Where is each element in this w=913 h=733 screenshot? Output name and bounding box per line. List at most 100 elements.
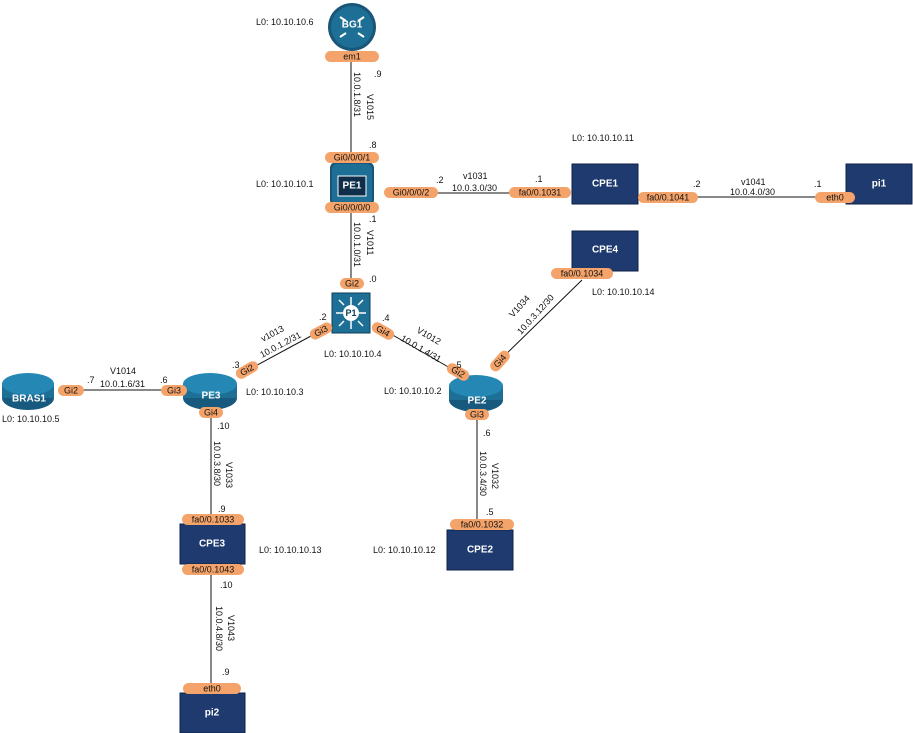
v1032-vlan: V1032 <box>490 463 500 489</box>
v1015-subnet: 10.0.1.8/31 <box>352 72 362 117</box>
svg-text:fa0/0.1032: fa0/0.1032 <box>461 520 504 530</box>
port-p1-gi2[interactable]: Gi2 <box>340 278 364 289</box>
v1031-vlan: v1031 <box>463 171 488 181</box>
cpe4-label: CPE4 <box>592 245 619 256</box>
port-cpe2-fa1032[interactable]: fa0/0.1032 <box>450 519 514 530</box>
port-pe1-gi0001[interactable]: Gi0/0/0/1 <box>325 152 379 163</box>
v1043-vlan: V1043 <box>226 615 236 641</box>
port-bg1-em1[interactable]: em1 <box>325 51 379 62</box>
pe2-label: PE2 <box>468 396 487 407</box>
pi1-box[interactable]: pi1 <box>845 163 913 205</box>
port-bras1-gi2[interactable]: Gi2 <box>58 385 84 396</box>
svg-text:fa0/0.1043: fa0/0.1043 <box>192 565 235 575</box>
p1-lo: L0: 10.10.10.4 <box>324 349 382 359</box>
port-cpe3-fa1043[interactable]: fa0/0.1043 <box>182 564 244 575</box>
v1033-vlan: V1033 <box>224 462 234 488</box>
bras1-router[interactable]: BRAS1 <box>2 373 54 410</box>
pe1-lo: L0: 10.10.10.1 <box>256 179 314 189</box>
v1043-host-b: .9 <box>222 667 230 677</box>
pe1-label: PE1 <box>343 181 362 192</box>
svg-text:em1: em1 <box>343 52 361 62</box>
v1033-host-b: .9 <box>218 504 226 514</box>
svg-text:fa0/0.1034: fa0/0.1034 <box>561 269 604 279</box>
switch-arrows-icon <box>336 297 366 329</box>
cpe4-box[interactable]: CPE4 <box>571 230 639 272</box>
cpe2-lo: L0: 10.10.10.12 <box>373 545 436 555</box>
v1011-subnet: 10.0.1.0/31 <box>352 222 362 267</box>
port-pe3-gi3[interactable]: Gi3 <box>161 385 187 396</box>
svg-text:Gi3: Gi3 <box>470 410 484 420</box>
v1014-subnet: 10.0.1.6/31 <box>100 379 145 389</box>
port-pe1-gi0000[interactable]: Gi0/0/0/0 <box>325 202 379 213</box>
v1015-host-a: .9 <box>374 69 382 79</box>
v1031-subnet: 10.0.3.0/30 <box>452 183 497 193</box>
v1015-vlan: V1015 <box>365 94 375 120</box>
port-p1-gi4[interactable]: Gi4 <box>370 320 396 342</box>
cpe3-label: CPE3 <box>199 539 226 550</box>
v1014-host-b: .6 <box>160 375 168 385</box>
bg1-router[interactable]: BG1 <box>328 3 376 51</box>
pe3-lo: L0: 10.10.10.3 <box>246 387 304 397</box>
port-p1-gi3[interactable]: Gi3 <box>308 321 334 342</box>
bras1-lo: L0: 10.10.10.5 <box>2 414 60 424</box>
cpe1-label: CPE1 <box>592 179 619 190</box>
v1011-vlan: V1011 <box>365 230 375 255</box>
v1041-host-b: .1 <box>814 179 822 189</box>
bg1-lo: L0: 10.10.10.6 <box>256 17 314 27</box>
pi2-box[interactable]: pi2 <box>179 692 246 733</box>
v1011-host-a: .1 <box>369 214 377 224</box>
v1012-host-b: .5 <box>454 360 462 370</box>
port-pe2-gi3[interactable]: Gi3 <box>465 409 489 420</box>
cpe1-box[interactable]: CPE1 <box>571 163 639 205</box>
port-pe3-gi4[interactable]: Gi4 <box>199 407 223 418</box>
loopback-labels: L0: 10.10.10.6 L0: 10.10.10.1 L0: 10.10.… <box>2 17 655 555</box>
ports: em1 Gi0/0/0/1 Gi0/0/0/2 Gi0/0/0/0 fa0/0.… <box>58 51 855 694</box>
link-p1-pe2 <box>383 329 458 373</box>
cpe2-box[interactable]: CPE2 <box>446 529 514 571</box>
svg-text:Gi0/0/0/1: Gi0/0/0/1 <box>334 153 371 163</box>
v1013-host-b: .3 <box>232 360 240 370</box>
v1013-host-a: .2 <box>319 312 327 322</box>
v1041-host-a: .2 <box>693 179 701 189</box>
v1032-host-b: .5 <box>486 507 494 517</box>
pe3-router[interactable]: PE3 <box>183 373 237 410</box>
v1043-host-a: .10 <box>220 580 233 590</box>
v1011-host-b: .0 <box>369 274 377 284</box>
svg-text:fa0/0.1041: fa0/0.1041 <box>647 193 690 203</box>
port-cpe1-fa1031[interactable]: fa0/0.1031 <box>509 187 571 198</box>
pi2-label: pi2 <box>205 708 220 719</box>
pi1-label: pi1 <box>872 179 887 190</box>
port-cpe4-fa1034[interactable]: fa0/0.1034 <box>551 268 613 279</box>
v1012-host-a: .4 <box>382 313 390 323</box>
svg-text:Gi4: Gi4 <box>204 408 218 418</box>
pe2-router[interactable]: PE2 <box>449 375 503 412</box>
port-pe1-gi0002[interactable]: Gi0/0/0/2 <box>384 187 438 198</box>
link-p1-pe3 <box>247 329 323 371</box>
port-pi1-eth0[interactable]: eth0 <box>815 192 855 203</box>
cpe2-label: CPE2 <box>467 545 494 556</box>
p1-label: P1 <box>345 308 356 318</box>
v1015-host-b: .8 <box>369 140 377 150</box>
cpe1-lo: L0: 10.10.10.11 <box>572 133 634 143</box>
bg1-label: BG1 <box>342 20 363 31</box>
cpe4-lo: L0: 10.10.10.14 <box>592 287 655 297</box>
svg-text:eth0: eth0 <box>826 193 844 203</box>
v1033-host-a: .10 <box>217 421 230 431</box>
p1-switch[interactable]: P1 <box>331 292 371 334</box>
v1033-subnet: 10.0.3.8/30 <box>212 441 222 486</box>
svg-text:Gi0/0/0/0: Gi0/0/0/0 <box>334 203 371 213</box>
svg-text:fa0/0.1031: fa0/0.1031 <box>519 188 562 198</box>
v1032-subnet: 10.0.3.4/30 <box>478 451 488 496</box>
svg-text:eth0: eth0 <box>203 684 221 694</box>
pe3-label: PE3 <box>202 391 221 402</box>
pe1-router[interactable]: PE1 <box>330 162 374 206</box>
port-cpe1-fa1041[interactable]: fa0/0.1041 <box>638 192 698 203</box>
v1032-host-a: .6 <box>483 428 491 438</box>
cpe3-box[interactable]: CPE3 <box>179 523 246 565</box>
port-pi2-eth0[interactable]: eth0 <box>183 683 241 694</box>
v1041-subnet: 10.0.4.0/30 <box>730 187 775 197</box>
port-cpe3-fa1033[interactable]: fa0/0.1033 <box>182 514 244 525</box>
v1043-subnet: 10.0.4.8/30 <box>214 606 224 651</box>
svg-text:Gi0/0/0/2: Gi0/0/0/2 <box>393 188 430 198</box>
link-pe2-cpe4 <box>497 279 583 363</box>
